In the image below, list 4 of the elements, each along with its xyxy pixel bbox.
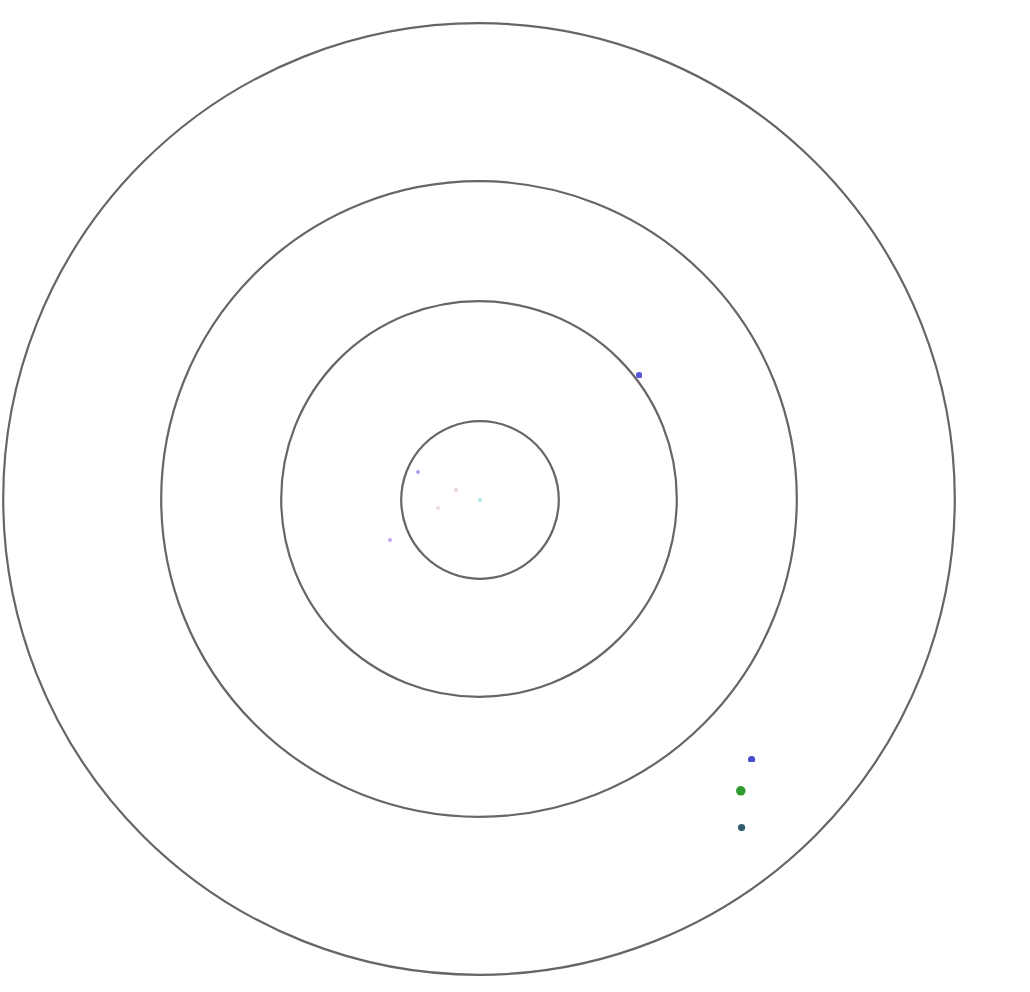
ring [399,419,559,579]
ring [2,22,956,976]
ring [280,300,678,698]
ring [160,180,798,818]
